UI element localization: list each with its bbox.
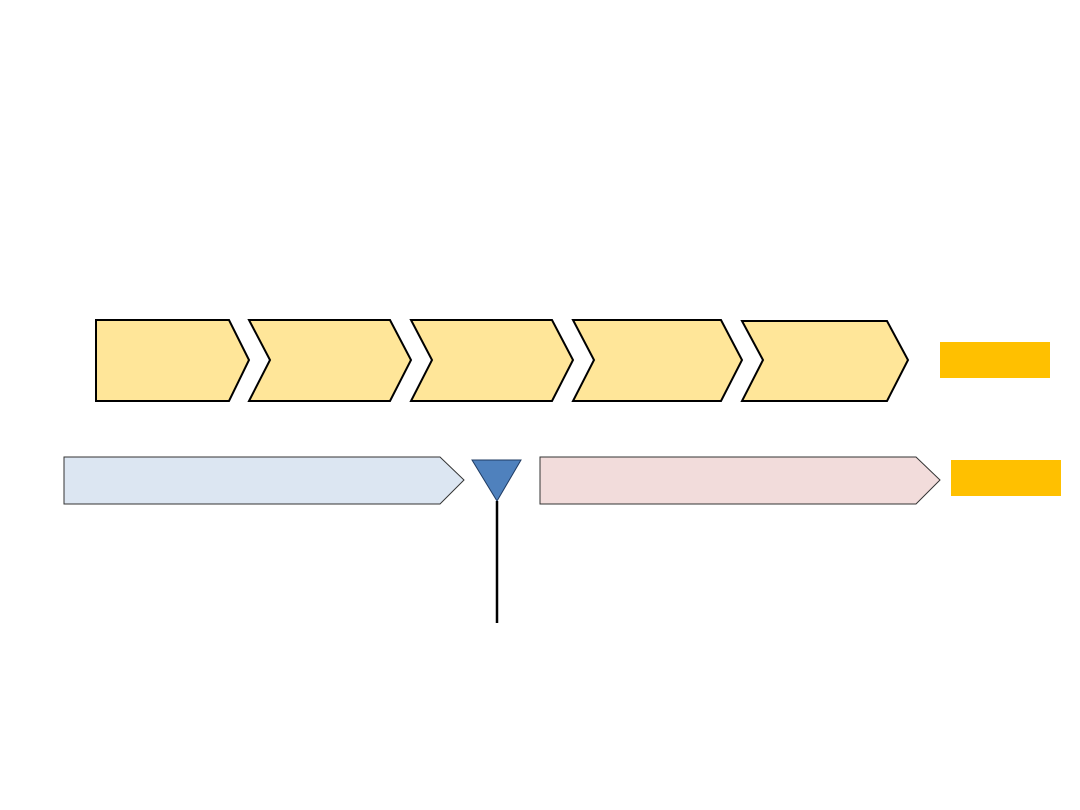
process-step-chevron: [247, 319, 413, 402]
phase-arrow-right: [539, 456, 941, 505]
highlight-box-bottom: [951, 460, 1061, 496]
process-chevrons: [95, 319, 910, 402]
process-step-chevron: [571, 319, 744, 402]
process-step-chevron: [409, 319, 575, 402]
process-step-chevron: [95, 319, 251, 402]
highlight-box-top: [940, 342, 1050, 378]
phase-arrow-left: [63, 456, 465, 505]
process-step-chevron: [740, 320, 910, 402]
down-triangle-marker-icon: [471, 459, 522, 502]
